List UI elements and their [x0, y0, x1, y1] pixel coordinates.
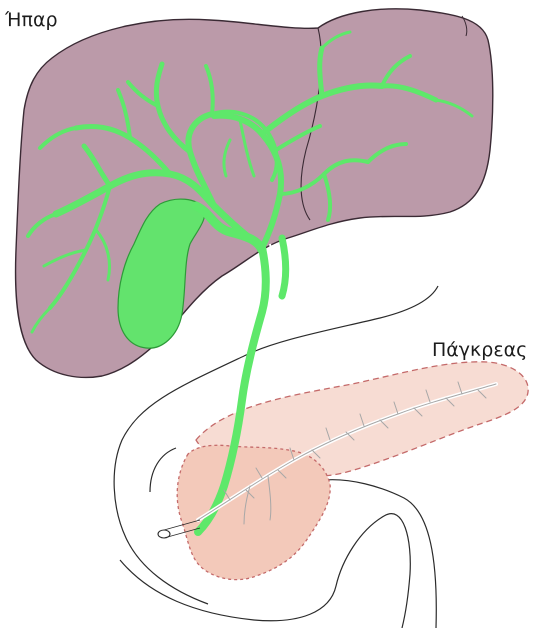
cystic-duct-outline: [270, 244, 274, 300]
intestine-outline: [324, 480, 436, 628]
liver: [16, 9, 493, 378]
common-hepatic-duct-right: [282, 238, 286, 296]
pancreas-label: Πάγκρεας: [432, 339, 527, 361]
pancreas-head: [177, 445, 330, 579]
stomach-inner-outline: [150, 448, 176, 492]
liver-label: Ήπαρ: [5, 9, 58, 31]
